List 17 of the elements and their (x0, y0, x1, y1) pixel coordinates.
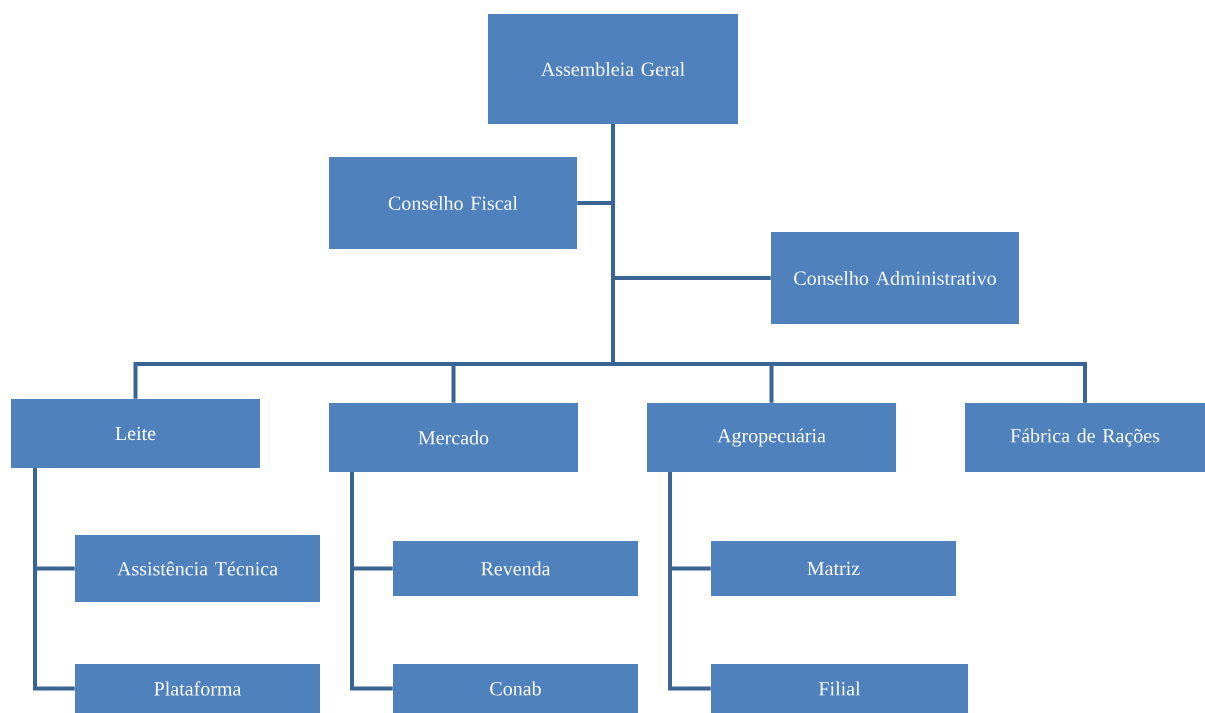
connector-line (33, 468, 75, 691)
org-box: Assistência Técnica (75, 535, 320, 602)
org-box: Conselho Fiscal (329, 157, 577, 249)
connector-line (611, 124, 1087, 403)
connector-line (350, 472, 393, 691)
connector-line (668, 472, 711, 691)
org-box: Plataforma (75, 664, 320, 713)
org-box: Filial (711, 664, 968, 713)
org-box: Mercado (329, 403, 578, 472)
org-box: Leite (11, 399, 260, 468)
org-box: Conselho Administrativo (771, 232, 1019, 324)
org-box: Conab (393, 664, 638, 713)
org-box: Assembleia Geral (488, 14, 738, 124)
org-box: Revenda (393, 541, 638, 596)
org-box: Fábrica de Rações (965, 403, 1205, 472)
org-box: Agropecuária (647, 403, 896, 472)
org-box: Matriz (711, 541, 956, 596)
